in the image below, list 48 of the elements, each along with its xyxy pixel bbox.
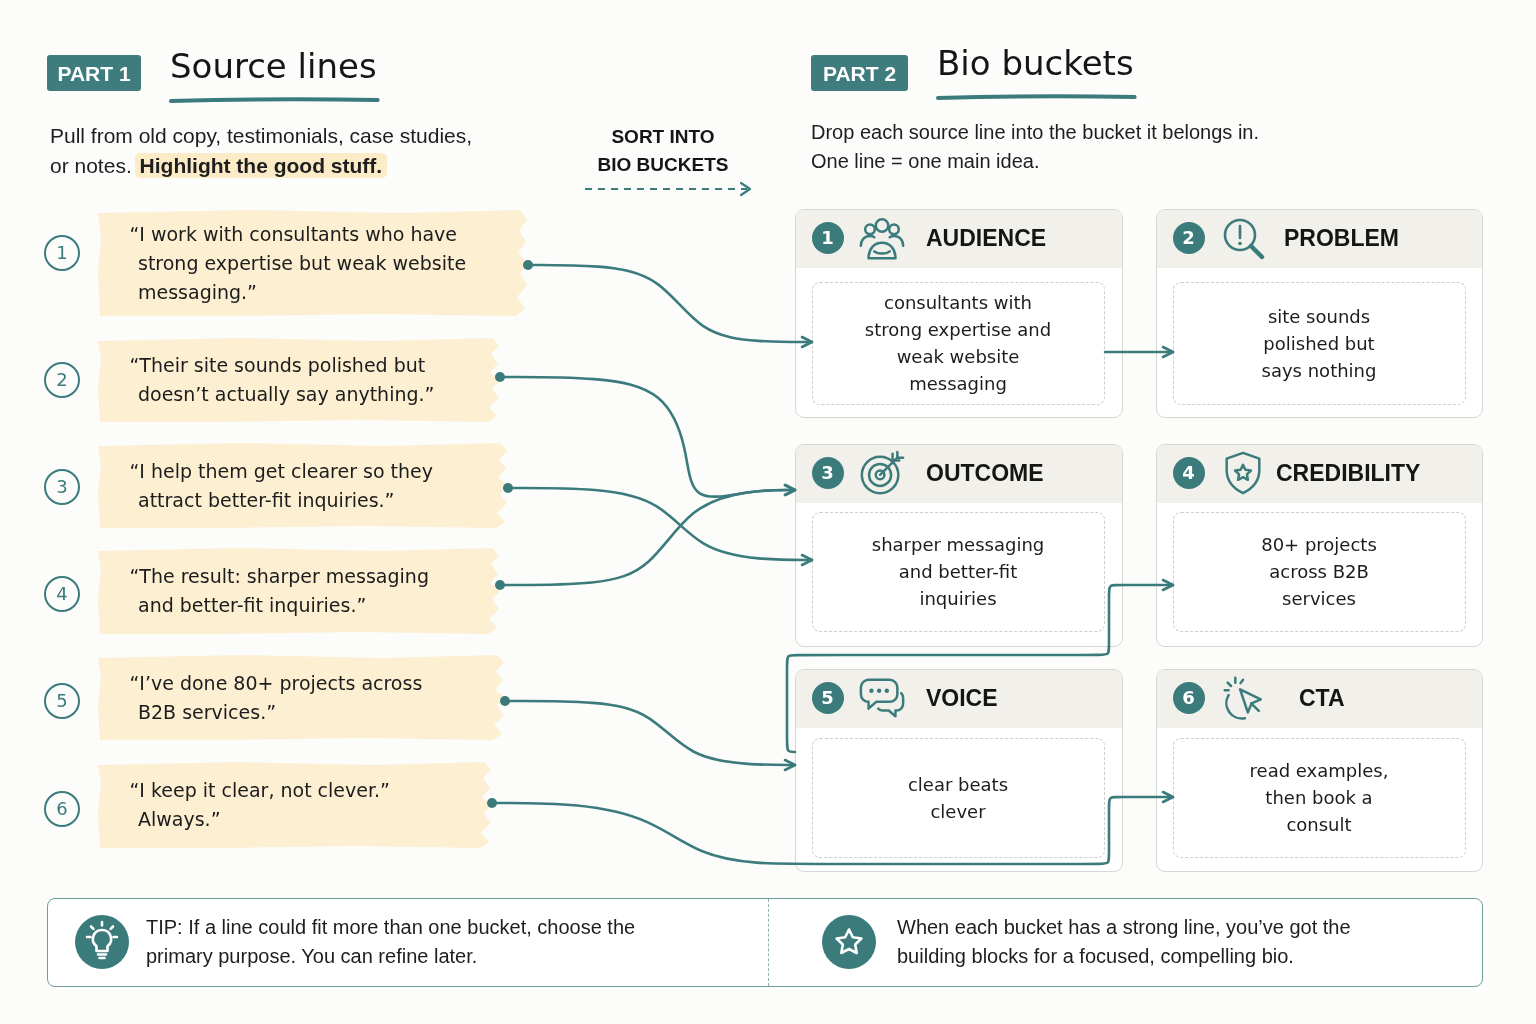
number-circle: 2 (44, 362, 80, 398)
note-text: TIP: If a line could fit more than one bucket, choose the primary purpose. You can refine later. (146, 915, 637, 969)
connector-arrow (487, 790, 1175, 866)
bucket-note: clear beats clever (811, 737, 1105, 858)
description-text: One line = one main idea. (811, 149, 1040, 174)
section-heading: Source lines (170, 46, 377, 87)
number-circle: 1 (44, 235, 80, 271)
bucket-card (795, 444, 1123, 647)
connector-arrow (1103, 345, 1175, 359)
number-circle: 4 (44, 576, 80, 612)
bucket-title: AUDIENCE (926, 225, 1047, 252)
note-text: When each bucket has a strong line, you’ve got the building blocks for a focused, compelling bio. (897, 915, 1352, 969)
connector-arrow (500, 696, 797, 772)
quote-strip: “I’ve done 80+ projects across B2B services.” (98, 655, 505, 740)
quote-strip: “I work with consultants who have strong expertise but weak website messaging.” (98, 210, 528, 316)
bucket-note: read examples, then book a consult (1172, 737, 1466, 858)
bucket-card (795, 669, 1123, 872)
bucket-card (1156, 209, 1483, 418)
section-badge: PART 2 (811, 55, 908, 91)
number-circle: 3 (44, 469, 80, 505)
connector-arrow (503, 483, 814, 567)
bucket-note: 80+ projects across B2B services (1172, 511, 1466, 632)
section-badge: PART 1 (47, 55, 141, 91)
bucket-card (1156, 444, 1483, 647)
bucket-note: sharper messaging and better-fit inquiries (811, 511, 1105, 632)
bucket-note: consultants with strong expertise and weak website messaging (811, 281, 1105, 405)
connector-arrow (523, 260, 814, 349)
section-heading: Bio buckets (937, 43, 1134, 84)
connector-arrow (495, 483, 797, 590)
bucket-title: PROBLEM (1284, 225, 1399, 252)
tip-panel (47, 898, 1483, 987)
bucket-title: VOICE (926, 685, 998, 712)
number-circle: 5 (44, 683, 80, 719)
bucket-title: CTA (1299, 685, 1345, 712)
bucket-title: OUTCOME (926, 460, 1044, 487)
quote-strip: “Their site sounds polished but doesn’t actually say anything.” (98, 338, 500, 422)
sort-label: SORT INTO BIO BUCKETS (596, 125, 730, 177)
bucket-title: CREDIBILITY (1276, 460, 1421, 487)
bucket-note: site sounds polished but says nothing (1172, 281, 1466, 405)
quote-strip: “I help them get clearer so they attract better-fit inquiries.” (98, 443, 508, 528)
intro-text: Pull from old copy, testimonials, case studies, or notes. Highlight the good stuff. (50, 123, 474, 180)
connector-arrow (785, 578, 1175, 754)
quote-strip: “The result: sharper messaging and better-fit inquiries.” (98, 548, 500, 634)
bucket-card (795, 209, 1123, 418)
bucket-card (1156, 669, 1483, 872)
number-circle: 6 (44, 791, 80, 827)
description-text: Drop each source line into the bucket it belongs in. (811, 120, 1260, 145)
quote-strip: “I keep it clear, not clever.” Always.” (98, 762, 492, 848)
